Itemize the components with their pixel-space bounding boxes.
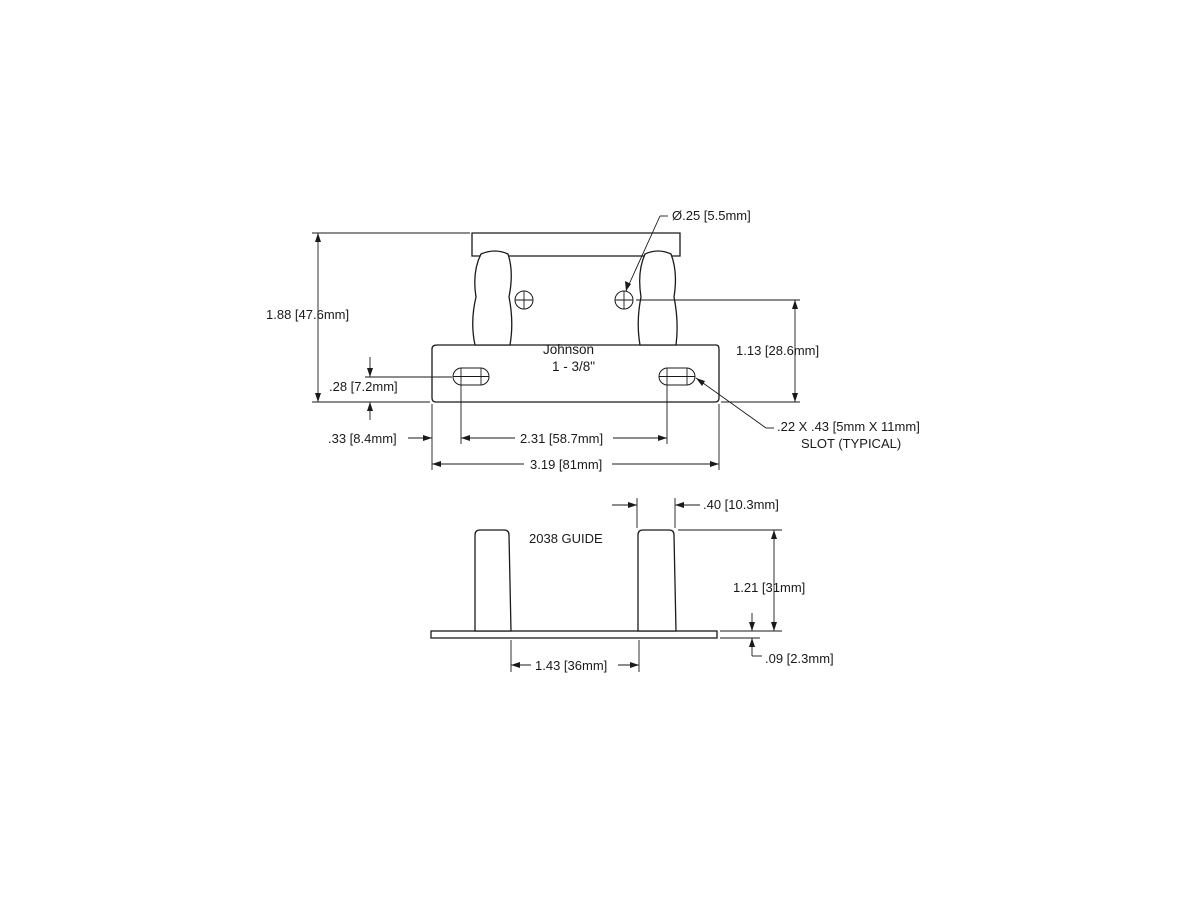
slot-note-line2: SLOT (TYPICAL) [801, 436, 901, 451]
size-label: 1 - 3/8" [552, 359, 595, 374]
dim-overall-width-label: 3.19 [81mm] [530, 457, 602, 472]
dim-post-height: 1.21 [31mm] [678, 529, 805, 632]
left-post [472, 250, 513, 346]
hole-right [614, 290, 634, 310]
slot-left [452, 367, 490, 386]
dim-slot-spacing: 2.31 [58.7mm] [460, 385, 668, 446]
dim-hole-diameter: Ø.25 [5.5mm] [625, 208, 751, 292]
side-base-plate [430, 630, 718, 639]
slot-note: .22 X .43 [5mm X 11mm] SLOT (TYPICAL) [695, 377, 920, 451]
dim-post-width: .40 [10.3mm] [612, 497, 779, 528]
dim-hole-height: 1.13 [28.6mm] [636, 299, 819, 403]
side-post-right [637, 529, 677, 632]
slot-note-line1: .22 X .43 [5mm X 11mm] [777, 419, 920, 434]
dim-overall-width: 3.19 [81mm] [431, 404, 720, 472]
dim-post-height-label: 1.21 [31mm] [733, 580, 805, 595]
dim-post-spacing-label: 1.43 [36mm] [535, 658, 607, 673]
dim-thickness-label: .09 [2.3mm] [765, 651, 834, 666]
dim-overall-height-label: 1.88 [47.6mm] [266, 307, 349, 322]
dim-overall-height: 1.88 [47.6mm] [266, 232, 470, 403]
right-post [637, 250, 678, 346]
dim-slot-offset-x: .33 [8.4mm] [328, 431, 478, 446]
brand-label: Johnson [543, 342, 594, 357]
side-post-left [474, 529, 512, 632]
dim-slot-spacing-label: 2.31 [58.7mm] [520, 431, 603, 446]
dim-thickness: .09 [2.3mm] [720, 613, 834, 666]
dim-slot-offset-y-label: .28 [7.2mm] [329, 379, 398, 394]
dim-slot-offset-y: .28 [7.2mm] [329, 357, 452, 420]
top-view-part: Johnson 1 - 3/8" [431, 232, 720, 403]
hole-left [514, 290, 534, 310]
dim-post-width-label: .40 [10.3mm] [703, 497, 779, 512]
dim-slot-offset-x-label: .33 [8.4mm] [328, 431, 397, 446]
side-view-part: 2038 GUIDE [430, 529, 718, 639]
slot-right [658, 367, 696, 386]
top-rail [471, 232, 681, 257]
dim-hole-height-label: 1.13 [28.6mm] [736, 343, 819, 358]
side-view-title: 2038 GUIDE [529, 531, 603, 546]
base-plate [431, 344, 720, 403]
dim-post-spacing: 1.43 [36mm] [510, 640, 640, 673]
dim-hole-diameter-label: Ø.25 [5.5mm] [672, 208, 751, 223]
